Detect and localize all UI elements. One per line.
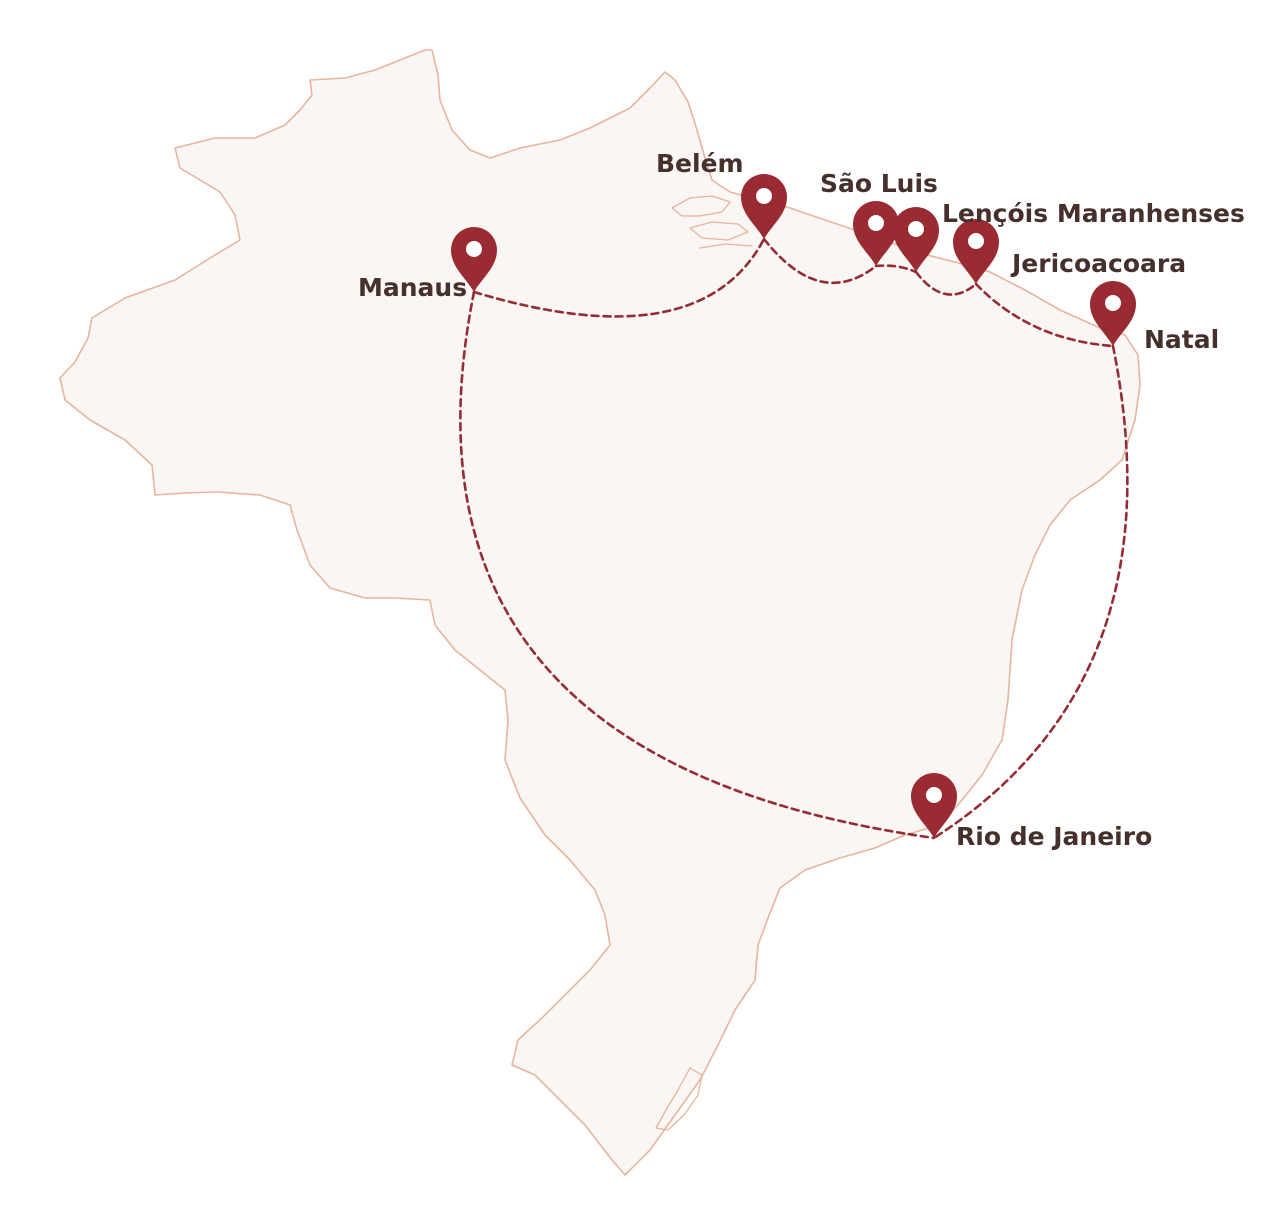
map-pin-hole: [968, 233, 984, 249]
map-pin-hole: [756, 188, 772, 204]
amazon-estuary-island: [689, 221, 749, 241]
city-label-lencois: Lençóis Maranhenses: [942, 199, 1245, 228]
map-pin-hole: [926, 787, 942, 803]
map-pin-hole: [868, 215, 884, 231]
city-label-belem: Belém: [656, 149, 744, 178]
map-pin-icon: [853, 201, 899, 266]
route-manaus-to-bel-m: [472, 237, 766, 318]
city-label-natal: Natal: [1144, 325, 1219, 354]
map-pin-hole: [1105, 295, 1121, 311]
route-natal-to-rio-de-janeiro: [932, 344, 1129, 840]
city-label-manaus: Manaus: [358, 273, 467, 302]
map-pin-hole: [908, 221, 924, 237]
city-markers: [451, 174, 1136, 838]
map-pin-icon: [451, 227, 497, 292]
amazon-estuary-island: [671, 195, 731, 217]
city-label-rio: Rio de Janeiro: [956, 822, 1152, 851]
city-label-sao-luis: São Luis: [820, 169, 938, 198]
map-pin-icon: [953, 219, 999, 284]
sao-luis-pin-icon[interactable]: [853, 201, 899, 266]
rio-pin-icon[interactable]: [911, 773, 957, 838]
route-lines: [459, 237, 1129, 840]
route-s-o-luis-to-len-is-maranhenses: [874, 264, 918, 274]
map-pin-icon: [1090, 281, 1136, 346]
city-labels: Manaus Belém São Luis Lençóis Maranhense…: [358, 149, 1245, 851]
map-pin-icon: [893, 207, 939, 272]
manaus-pin-icon[interactable]: [451, 227, 497, 292]
lencois-pin-icon[interactable]: [893, 207, 939, 272]
city-label-jericoacoara: Jericoacoara: [1010, 249, 1186, 278]
route-jericoacoara-to-natal: [974, 282, 1115, 348]
amazon-estuary-channel: [699, 243, 753, 249]
map-pin-hole: [466, 241, 482, 257]
map-pin-icon: [741, 174, 787, 239]
route-manaus-to-rio-de-janeiro: [459, 290, 936, 840]
route-bel-m-to-s-o-luis: [762, 237, 878, 285]
belem-pin-icon[interactable]: [741, 174, 787, 239]
southern-lagoon: [655, 1067, 703, 1131]
map-pin-icon: [911, 773, 957, 838]
natal-pin-icon[interactable]: [1090, 281, 1136, 346]
route-len-is-maranhenses-to-jericoacoara: [914, 270, 978, 296]
jericoacoara-pin-icon[interactable]: [953, 219, 999, 284]
brazil-outline: [59, 49, 1141, 1176]
